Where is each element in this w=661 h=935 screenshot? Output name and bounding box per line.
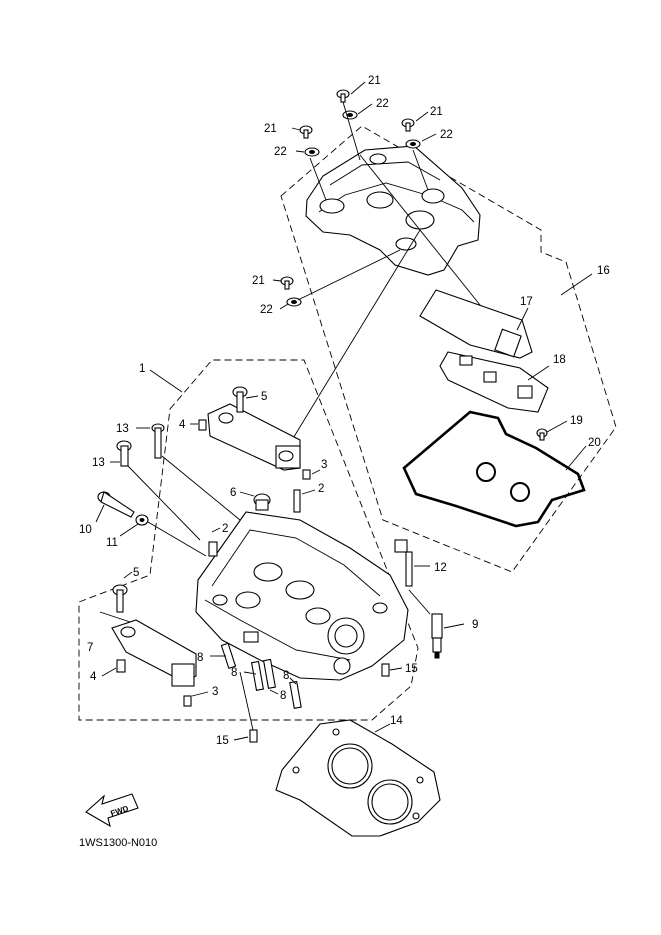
- gasket-20: [402, 410, 586, 528]
- dowel-pin-3: [183, 695, 192, 707]
- bolt-21: [336, 89, 350, 103]
- bolt-12: [394, 539, 413, 587]
- callout-2: 2: [318, 483, 324, 495]
- callout-8: 8: [231, 667, 237, 679]
- callout-22: 22: [274, 146, 287, 158]
- callout-8: 8: [197, 652, 203, 664]
- callout-8: 8: [280, 690, 286, 702]
- callout-4: 4: [90, 671, 97, 683]
- breather-part-17: [494, 328, 522, 358]
- stud-bolt-8: [220, 642, 237, 670]
- callout-12: 12: [434, 562, 447, 574]
- callout-21: 21: [430, 106, 443, 118]
- callout-17: 17: [520, 296, 533, 308]
- callout-20: 20: [588, 437, 601, 449]
- washer-11: [135, 514, 149, 526]
- callout-14: 14: [390, 715, 403, 727]
- bolt-5: [112, 584, 128, 613]
- callout-3: 3: [321, 459, 327, 471]
- bolt-21: [280, 276, 294, 290]
- fwd-arrow-icon: FWD: [85, 793, 139, 828]
- stud-bolt-2: [208, 541, 218, 557]
- stud-bolt-8: [289, 680, 302, 709]
- dowel-pin-15: [381, 663, 390, 677]
- callout-19: 19: [570, 415, 583, 427]
- bolt-19: [536, 428, 548, 441]
- callout-16: 16: [597, 265, 610, 277]
- bolt-21: [299, 125, 313, 139]
- cylinder-head-gasket-14: [275, 719, 441, 837]
- callout-10: 10: [79, 524, 92, 536]
- callout-5: 5: [261, 391, 267, 403]
- bolt-5: [232, 386, 248, 413]
- callout-2: 2: [222, 523, 228, 535]
- callout-4: 4: [179, 419, 186, 431]
- callout-1: 1: [139, 363, 145, 375]
- callout-3: 3: [212, 686, 218, 698]
- callout-21: 21: [252, 275, 265, 287]
- callout-11: 11: [106, 537, 118, 549]
- callout-15: 15: [216, 735, 229, 747]
- callout-9: 9: [472, 619, 478, 631]
- callout-13: 13: [92, 457, 105, 469]
- washer-22: [342, 110, 358, 120]
- dowel-pin-3: [302, 469, 311, 480]
- bolt-13: [116, 440, 132, 467]
- washer-22: [405, 139, 421, 149]
- dowel-pin-15: [249, 729, 258, 743]
- callout-21: 21: [368, 75, 381, 87]
- camshaft-cap-upper: [207, 403, 301, 471]
- dowel-pin-4: [198, 419, 207, 431]
- diagram-code: 1WS1300-N010: [79, 837, 157, 849]
- callout-7: 7: [87, 642, 93, 654]
- cylinder-head-cover: [305, 145, 481, 276]
- washer-22: [286, 297, 302, 307]
- callout-22: 22: [260, 304, 273, 316]
- callout-22: 22: [376, 98, 389, 110]
- spark-plug-9: [431, 613, 443, 659]
- callout-22: 22: [440, 129, 453, 141]
- cylinder-head: [195, 511, 409, 681]
- plug-6: [253, 493, 271, 511]
- callout-18: 18: [553, 354, 566, 366]
- camshaft-cap-lower: [111, 619, 197, 687]
- callout-6: 6: [230, 487, 236, 499]
- callout-15: 15: [405, 663, 418, 675]
- bolt-10: [97, 491, 135, 518]
- callout-8: 8: [283, 670, 289, 682]
- callout-13: 13: [116, 423, 129, 435]
- stud-bolt-8: [250, 660, 265, 691]
- callout-21: 21: [264, 123, 277, 135]
- callout-5: 5: [133, 567, 139, 579]
- bolt-21: [401, 118, 415, 132]
- stud-bolt-8: [262, 658, 277, 689]
- bolt-13: [151, 423, 165, 459]
- dowel-pin-4: [116, 659, 126, 673]
- washer-22: [304, 147, 320, 157]
- stud-bolt-2: [293, 489, 301, 513]
